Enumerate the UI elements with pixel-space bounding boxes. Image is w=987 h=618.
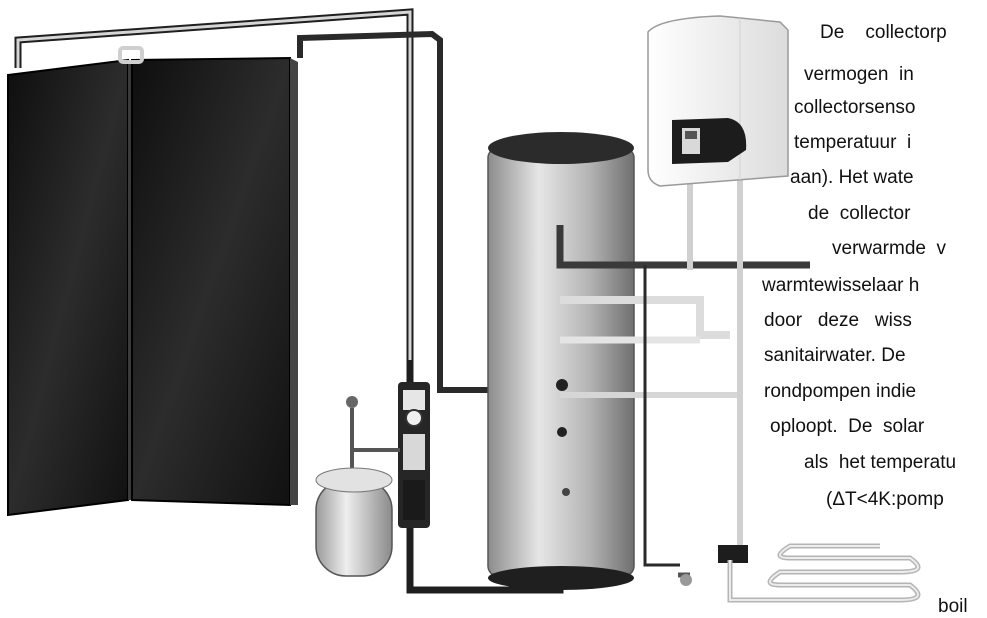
floor-heating-coil	[727, 543, 921, 603]
boiler-tank	[487, 132, 635, 590]
expansion-vessel-icon	[315, 396, 400, 577]
domestic-water-pipes	[556, 170, 810, 586]
collector-supply-pipe	[14, 8, 560, 393]
panel-connector	[118, 46, 144, 64]
solar-controller-icon	[647, 15, 789, 187]
solar-collector-left	[7, 58, 136, 517]
floor-valve	[718, 545, 748, 563]
solar-collector-right	[118, 46, 298, 507]
pump-station-icon	[398, 360, 564, 594]
